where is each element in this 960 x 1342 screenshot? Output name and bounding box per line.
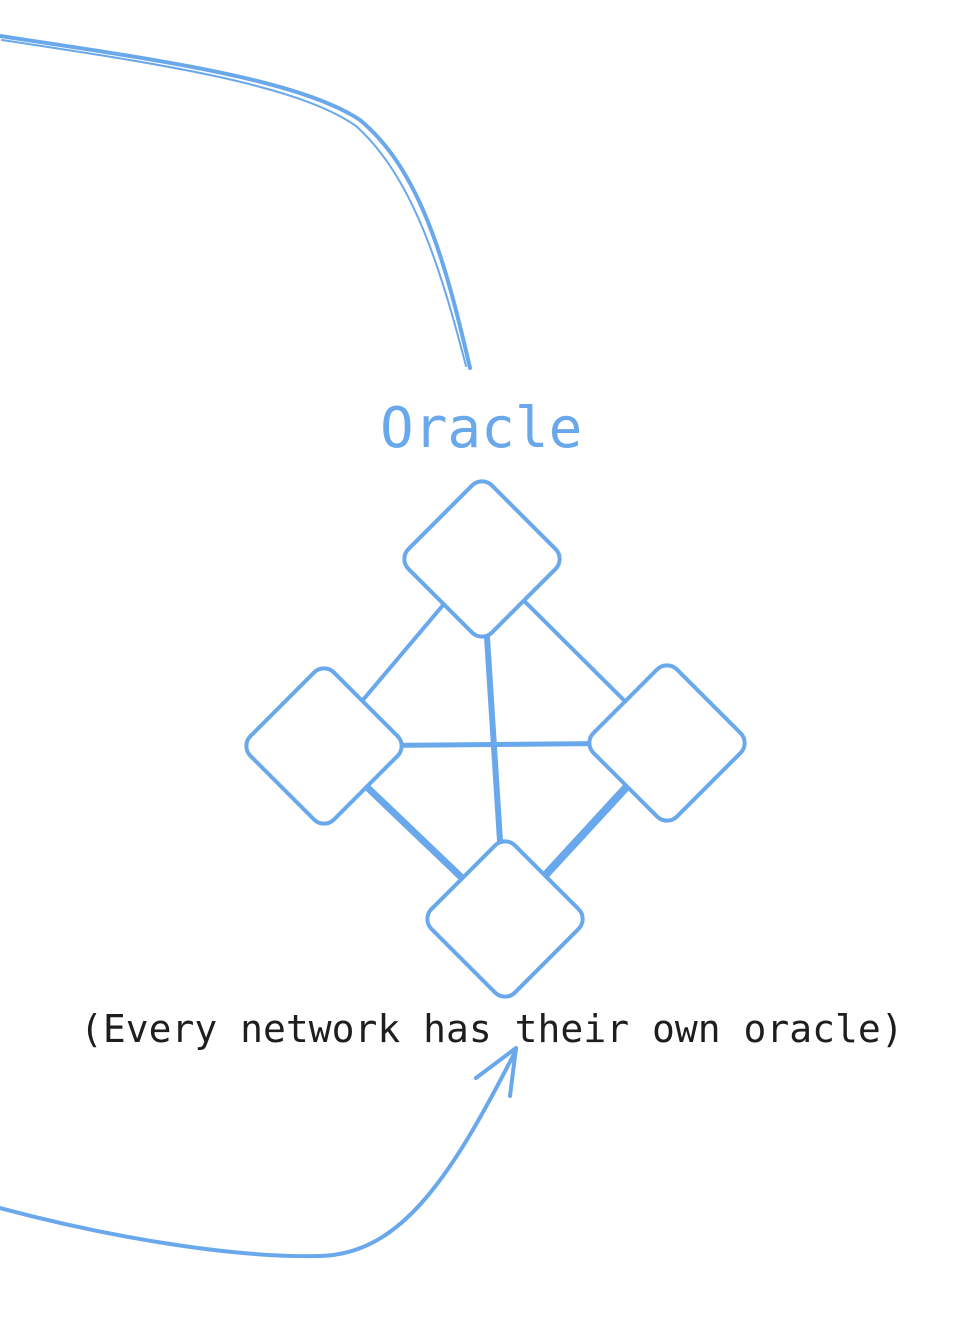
node-right (587, 663, 747, 823)
diagram-note: (Every network has their own oracle) (80, 1007, 904, 1051)
incoming-connector (0, 34, 472, 370)
network-nodes (244, 479, 747, 999)
node-top (402, 479, 562, 639)
node-left (244, 666, 404, 826)
diagram-title: Oracle (380, 396, 582, 461)
node-bottom (425, 839, 585, 999)
arrowhead-icon (474, 1046, 518, 1098)
outgoing-arrow (0, 1046, 518, 1259)
